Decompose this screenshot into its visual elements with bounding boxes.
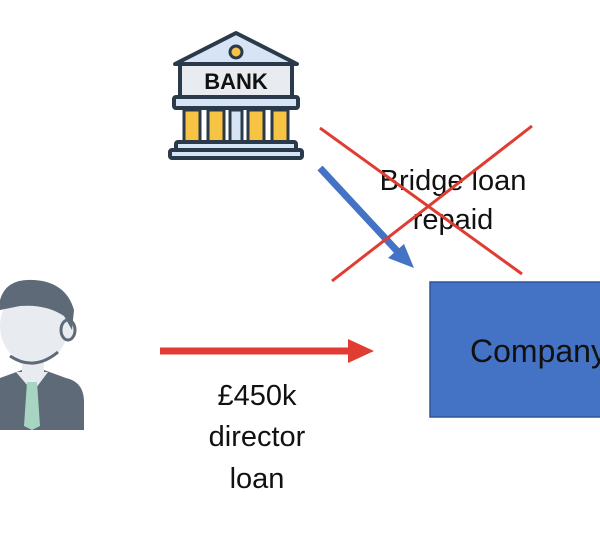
director-loan-label-line3: loan [230,463,285,495]
director-loan-label-line2: director [209,421,306,453]
director-loan-label-line1: £450k [217,380,297,412]
bridge-loan-label-line1: Bridge loan [380,165,527,197]
bridge-loan-arrow [317,165,414,268]
company-label: Company [470,333,600,369]
businessman-icon [0,279,84,430]
bank-icon: BANK [168,31,304,160]
bank-sign-text: BANK [204,69,268,94]
director-loan-arrow [160,339,374,363]
cross-out-mark [319,124,533,283]
company-box: Company [429,281,600,418]
